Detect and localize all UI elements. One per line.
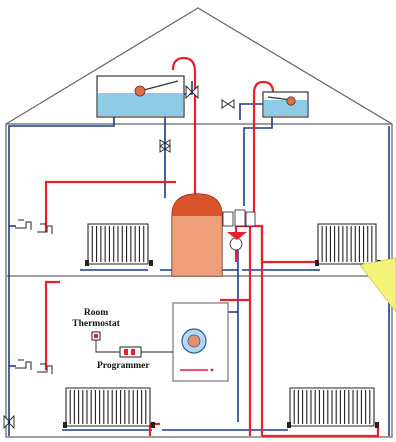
loft-valves <box>3 84 235 430</box>
pump-icon <box>229 237 243 251</box>
valve-icon <box>221 99 235 109</box>
radiator-valve-icon <box>85 260 89 266</box>
valve-icon <box>245 211 256 227</box>
tap-icon <box>37 363 53 374</box>
callout-pointer <box>359 257 396 313</box>
tap-icon <box>37 223 53 234</box>
boiler <box>172 302 229 382</box>
radiator-valve-icon <box>287 422 291 428</box>
radiator-valve-icon <box>151 422 155 428</box>
flow-riser <box>248 226 264 436</box>
programmer-label: Programmer <box>97 361 150 371</box>
valve-icon <box>159 139 171 153</box>
room-thermostat <box>91 331 101 341</box>
hot-tap-supply <box>44 180 176 232</box>
valve-icon <box>234 209 246 227</box>
hot-water-cylinder <box>171 193 223 277</box>
tap-icon <box>15 219 32 230</box>
hot-tap-supply-lower <box>44 280 60 370</box>
ball-float-arm <box>139 80 179 92</box>
ball-float-icon <box>134 85 146 97</box>
radiator-valve-icon <box>149 260 153 266</box>
radiator-valve-icon <box>315 260 319 266</box>
cold-water-storage-tank <box>96 75 185 118</box>
radiator-icon <box>287 387 379 428</box>
vent-pipe-left <box>171 56 197 195</box>
radiator-icon <box>85 223 153 266</box>
feed-and-expansion-tank <box>262 91 309 118</box>
valve-icon <box>3 414 15 430</box>
tap-icon <box>15 359 32 370</box>
radiator-icon <box>63 387 155 428</box>
mains-feed-pipe <box>8 117 115 436</box>
radiator-valve-icon <box>63 422 67 428</box>
expansion-feed-down <box>243 117 273 206</box>
radiator-icon <box>315 223 381 266</box>
roof-line <box>5 7 393 125</box>
valve-icon <box>185 84 199 100</box>
programmer-unit <box>119 346 142 358</box>
valve-icon <box>222 211 234 227</box>
room-thermostat-label-2: Thermostat <box>72 319 120 329</box>
room-thermostat-label: Room <box>84 308 108 318</box>
tank-water <box>98 93 183 116</box>
taps-downstairs <box>15 359 53 374</box>
zone-valves <box>222 209 256 251</box>
expansion-ball-float-icon <box>286 96 296 106</box>
control-wiring <box>95 340 173 353</box>
taps-upstairs <box>15 219 53 234</box>
vent-pipe-right <box>252 80 275 224</box>
radiator-valve-icon <box>375 422 379 428</box>
expansion-connector <box>239 103 263 120</box>
expansion-tank-water <box>264 100 307 116</box>
